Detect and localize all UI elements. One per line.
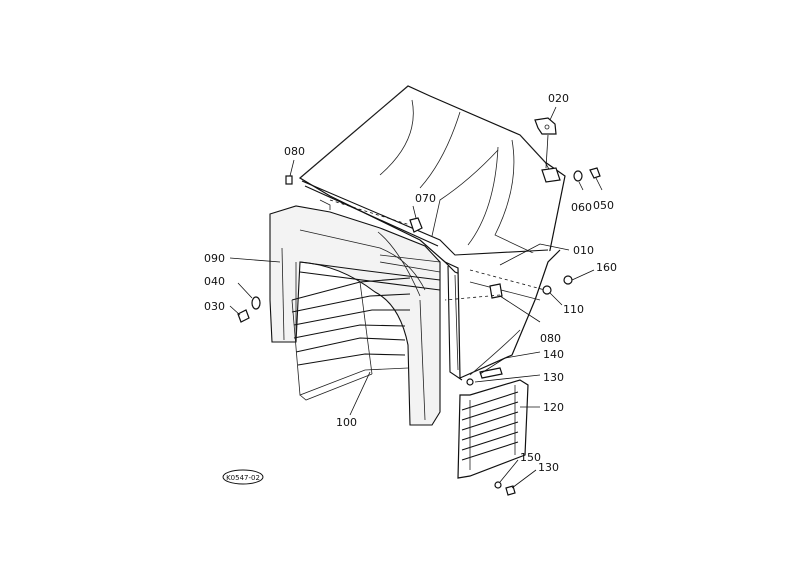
part-label-030: 030: [204, 300, 225, 313]
part-label-160: 160: [596, 261, 617, 274]
leader-lines: [229, 106, 603, 489]
hood-panel: [298, 85, 566, 303]
part-label-150: 150: [520, 451, 541, 464]
part-label-070: 070: [415, 192, 436, 205]
figure-code: K0547-02: [226, 474, 260, 482]
part-label-120: 120: [543, 401, 564, 414]
part-label-140: 140: [543, 348, 564, 361]
figure-code-badge: K0547-02: [222, 469, 264, 485]
grille-frame: [269, 205, 441, 426]
part-label-080: 080: [284, 145, 305, 158]
right-grille: [457, 379, 529, 479]
part-label-130: 130: [543, 371, 564, 384]
part-label-110: 110: [563, 303, 584, 316]
part-label-060: 060: [571, 201, 592, 214]
part-label-080b: 080: [540, 332, 561, 345]
part-labels: 020 080 060 050 070 010 090 160 040 110 …: [204, 92, 617, 474]
part-label-130b: 130: [538, 461, 559, 474]
part-label-040: 040: [204, 275, 225, 288]
bracket-parts: [237, 117, 601, 496]
right-side-panel: [444, 249, 561, 381]
part-label-010: 010: [573, 244, 594, 257]
part-label-020: 020: [548, 92, 569, 105]
part-label-090: 090: [204, 252, 225, 265]
part-label-050: 050: [593, 199, 614, 212]
part-label-100: 100: [336, 416, 357, 429]
